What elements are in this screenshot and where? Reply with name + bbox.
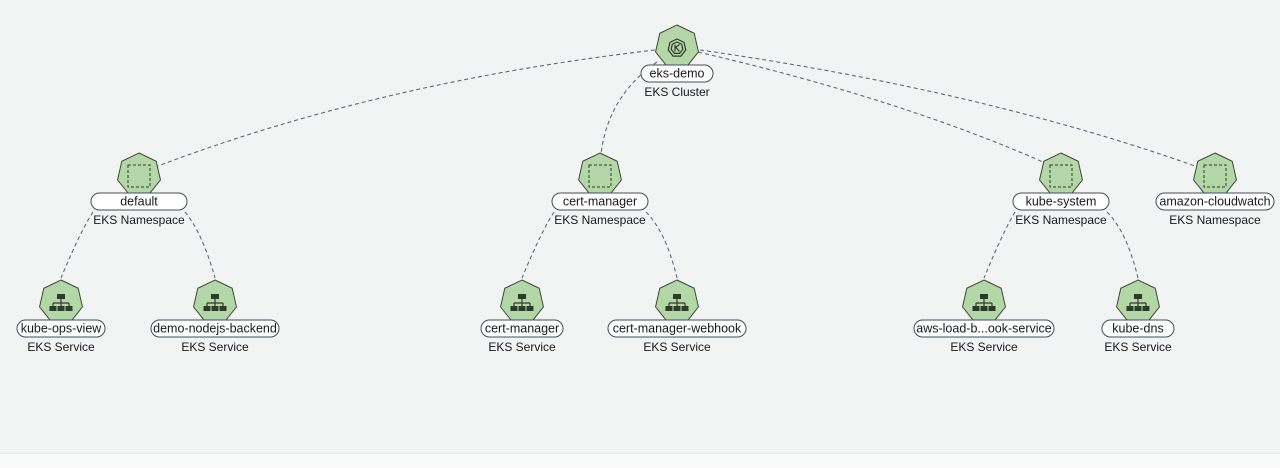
edge-default-2 (184, 211, 216, 279)
node-shape (1193, 152, 1237, 196)
node-label-pill (90, 192, 188, 211)
node-label-pill (913, 319, 1055, 338)
node-label-pill (1155, 192, 1275, 211)
edge-cert-manager-2 (645, 211, 678, 279)
node-type-label: EKS Service (950, 340, 1018, 354)
edge-kube-system-2 (1106, 211, 1139, 279)
edge-cluster-amazon-cloudwatch (699, 49, 1196, 167)
node-label: default (120, 195, 158, 209)
node-type-label: EKS Namespace (1169, 213, 1261, 227)
node-label-pill (1101, 319, 1175, 338)
node-label: cert-manager-webhook (613, 322, 742, 336)
node-label-pill (607, 319, 747, 338)
node-label-pill (150, 319, 280, 338)
service-icon (510, 294, 534, 311)
node-shape (117, 152, 161, 196)
node-label: cert-manager (563, 195, 637, 209)
node-label-pill (640, 64, 714, 83)
node-label: kube-ops-view (21, 322, 103, 336)
node-label: kube-dns (1112, 322, 1163, 336)
node-shape (1039, 152, 1083, 196)
node-label-pill (551, 192, 649, 211)
namespace-icon (1203, 164, 1227, 188)
service-icon (49, 294, 73, 311)
edge-cluster-kube-system (697, 51, 1053, 167)
edge-layer (60, 49, 1196, 279)
namespace-icon (127, 164, 151, 188)
edge-cert-manager-1 (521, 211, 555, 279)
edge-kube-system-1 (983, 211, 1016, 279)
node-type-label: EKS Service (1104, 340, 1172, 354)
namespace-icon (588, 164, 612, 188)
node-label: kube-system (1026, 195, 1097, 209)
node-type-label: EKS Namespace (1015, 213, 1107, 227)
node-type-label: EKS Namespace (554, 213, 646, 227)
node-label: cert-manager (485, 322, 559, 336)
node-type-label: EKS Namespace (93, 213, 185, 227)
service-icon (972, 294, 996, 311)
edge-default-1 (60, 211, 94, 279)
bottom-strip (0, 453, 1280, 468)
node-label: eks-demo (650, 67, 705, 81)
kubernetes-icon (667, 38, 687, 57)
edge-cluster-default (157, 49, 656, 167)
node-type-label: EKS Service (488, 340, 556, 354)
node-label-pill (1012, 192, 1110, 211)
namespace-icon (1049, 164, 1073, 188)
node-label-pill (16, 319, 106, 338)
node-type-label: EKS Service (27, 340, 95, 354)
node-label: aws-load-b...ook-service (916, 322, 1052, 336)
service-icon (665, 294, 689, 311)
node-label: amazon-cloudwatch (1159, 195, 1270, 209)
node-shape (578, 152, 622, 196)
node-label-pill (480, 319, 564, 338)
service-icon (1126, 294, 1150, 311)
node-type-label: EKS Service (643, 340, 711, 354)
node-label: demo-nodejs-backend (153, 322, 277, 336)
service-icon (203, 294, 227, 311)
node-type-label: EKS Service (181, 340, 249, 354)
edge-cluster-cert-manager (600, 61, 658, 155)
node-type-label: EKS Cluster (644, 85, 709, 99)
